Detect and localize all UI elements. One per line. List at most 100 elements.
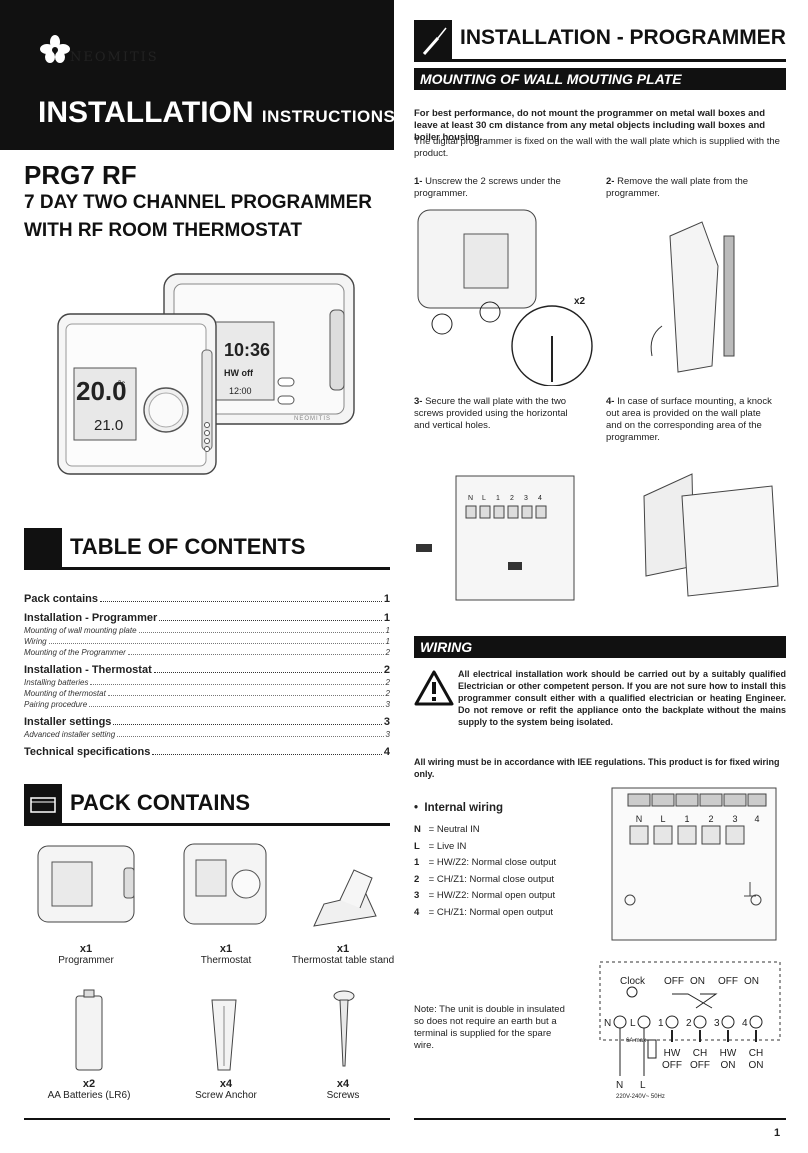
switch1-off: OFF — [664, 976, 684, 987]
toc-entry-label: Installation - Thermostat — [24, 664, 152, 676]
iee-regulations: All wiring must be in accordance with IE… — [414, 757, 780, 779]
wall-plate-diagram: N L 1 2 3 4 — [611, 787, 777, 941]
installation-heading-bar: INSTALLATION - PROGRAMMER — [414, 20, 786, 62]
toc-entry-page: 2 — [383, 664, 390, 676]
step-1: 1- Unscrew the 2 screws under the progra… — [414, 176, 584, 200]
switch2-on: ON — [744, 976, 759, 987]
toc-leader — [127, 648, 384, 655]
pack-heading-block — [24, 784, 62, 826]
toc-leader — [117, 730, 384, 737]
step-num: 3- — [414, 396, 423, 407]
toc-leader — [89, 700, 384, 707]
toc-subentry: Wiring 1 — [24, 637, 390, 646]
svg-text:2: 2 — [510, 495, 514, 502]
toc-subentry-label: Wiring — [24, 637, 47, 646]
output-label: CH — [749, 1048, 763, 1059]
pack-qty: x1 — [336, 943, 350, 955]
toc-leader — [107, 689, 384, 696]
page-number: 1 — [774, 1127, 781, 1139]
legend-row: L = Live IN — [414, 839, 594, 856]
product-model: PRG7 RF — [24, 160, 137, 190]
internal-wiring-label: Internal wiring — [424, 802, 504, 814]
output-label: HW — [664, 1048, 681, 1059]
thermostat-setpoint: 21.0 — [94, 417, 123, 434]
svg-text:4: 4 — [742, 1018, 748, 1029]
toc-subentry-page: 1 — [385, 626, 390, 635]
programmer-time: 10:36 — [224, 340, 270, 360]
legend-row: 4 = CH/Z1: Normal open output — [414, 905, 594, 922]
programmer-brand: NEOMITIS — [294, 416, 331, 422]
svg-text:L: L — [630, 1018, 636, 1029]
pack-qty: x1 — [79, 943, 93, 955]
svg-text:L: L — [640, 1080, 646, 1091]
legend-desc: = CH/Z1: Normal close output — [428, 873, 555, 885]
step-text: Unscrew the 2 screws under the programme… — [414, 176, 561, 199]
title-sub: INSTRUCTIONS — [261, 107, 396, 126]
footer-rule-right — [414, 1118, 786, 1120]
electrical-warning: All electrical installation work should … — [458, 669, 786, 727]
toc-subentry-label: Installing batteries — [24, 678, 89, 687]
pack-name: Screw Anchor — [195, 1090, 257, 1101]
toc-leader — [159, 612, 382, 621]
pack-name: Thermostat — [200, 955, 252, 966]
legend-desc: = Live IN — [428, 840, 467, 852]
svg-text:L: L — [482, 495, 486, 502]
thermostat-unit: °c — [118, 379, 125, 388]
page-title: INSTALLATION INSTRUCTIONS — [38, 96, 395, 130]
wall-plate-paragraph: The digital programmer is fixed on the w… — [414, 136, 780, 159]
toc-entry-label: Technical specifications — [24, 746, 151, 758]
box-icon — [30, 797, 56, 813]
legend-key: N — [414, 824, 421, 835]
svg-text:3: 3 — [714, 1018, 720, 1029]
neomitis-logo: NEOMITIS — [40, 26, 190, 76]
legend-row: 2 = CH/Z1: Normal close output — [414, 872, 594, 889]
flower-logo-icon — [40, 35, 70, 63]
toc-entry-page: 1 — [383, 612, 390, 624]
terminal-label: 3 — [732, 814, 737, 824]
svg-text:1: 1 — [658, 1018, 664, 1029]
toc-subentry: Mounting of the Programmer 2 — [24, 648, 390, 657]
toc-subentry-label: Mounting of the Programmer — [24, 648, 126, 657]
fuse-label: 6A max — [626, 1038, 646, 1044]
legend-key: 2 — [414, 873, 420, 885]
svg-text:N: N — [604, 1018, 611, 1029]
toc-leader — [152, 746, 382, 755]
mounting-ribbon: MOUNTING OF WALL MOUTING PLATE — [414, 68, 786, 90]
svg-text:3: 3 — [524, 495, 528, 502]
legend-desc: = CH/Z1: Normal open output — [428, 906, 553, 918]
terminal-label: L — [660, 814, 665, 824]
steps-1-2-illustration: x2 — [417, 209, 735, 386]
terminal-label: 1 — [684, 814, 689, 824]
toc-subentry-page: 2 — [385, 648, 390, 657]
legend-row: N = Neutral IN — [414, 822, 594, 839]
toc-heading-block — [24, 528, 62, 570]
svg-text:2: 2 — [686, 1018, 692, 1029]
toc-leader — [48, 637, 384, 644]
product-subtitle-2: WITH RF ROOM THERMOSTAT — [24, 220, 302, 241]
svg-text:4: 4 — [538, 495, 542, 502]
output-label: CH — [693, 1048, 707, 1059]
legend-key: 3 — [414, 890, 420, 901]
toc-leader — [99, 593, 382, 602]
step-text: Remove the wall plate from the programme… — [606, 176, 749, 199]
warning-icon — [414, 670, 454, 706]
step-4: 4- In case of surface mounting, a knock … — [606, 396, 778, 444]
toc-subentry-label: Mounting of wall mounting plate — [24, 626, 137, 635]
toc-subentry-page: 1 — [385, 637, 390, 646]
legend-row: 1 = HW/Z2: Normal close output — [414, 855, 594, 872]
legend-key: 1 — [414, 857, 420, 868]
toc-heading-bar: TABLE OF CONTENTS — [24, 528, 390, 570]
toc-entry-page: 1 — [383, 593, 390, 605]
toc-entry-label: Installer settings — [24, 716, 112, 728]
internal-wiring-title: • Internal wiring — [414, 802, 504, 814]
switch1-on: ON — [690, 976, 705, 987]
legend-desc: = HW/Z2: Normal open output — [428, 890, 556, 901]
pack-name: Screws — [326, 1090, 360, 1101]
pack-name: AA Batteries (LR6) — [47, 1090, 131, 1101]
